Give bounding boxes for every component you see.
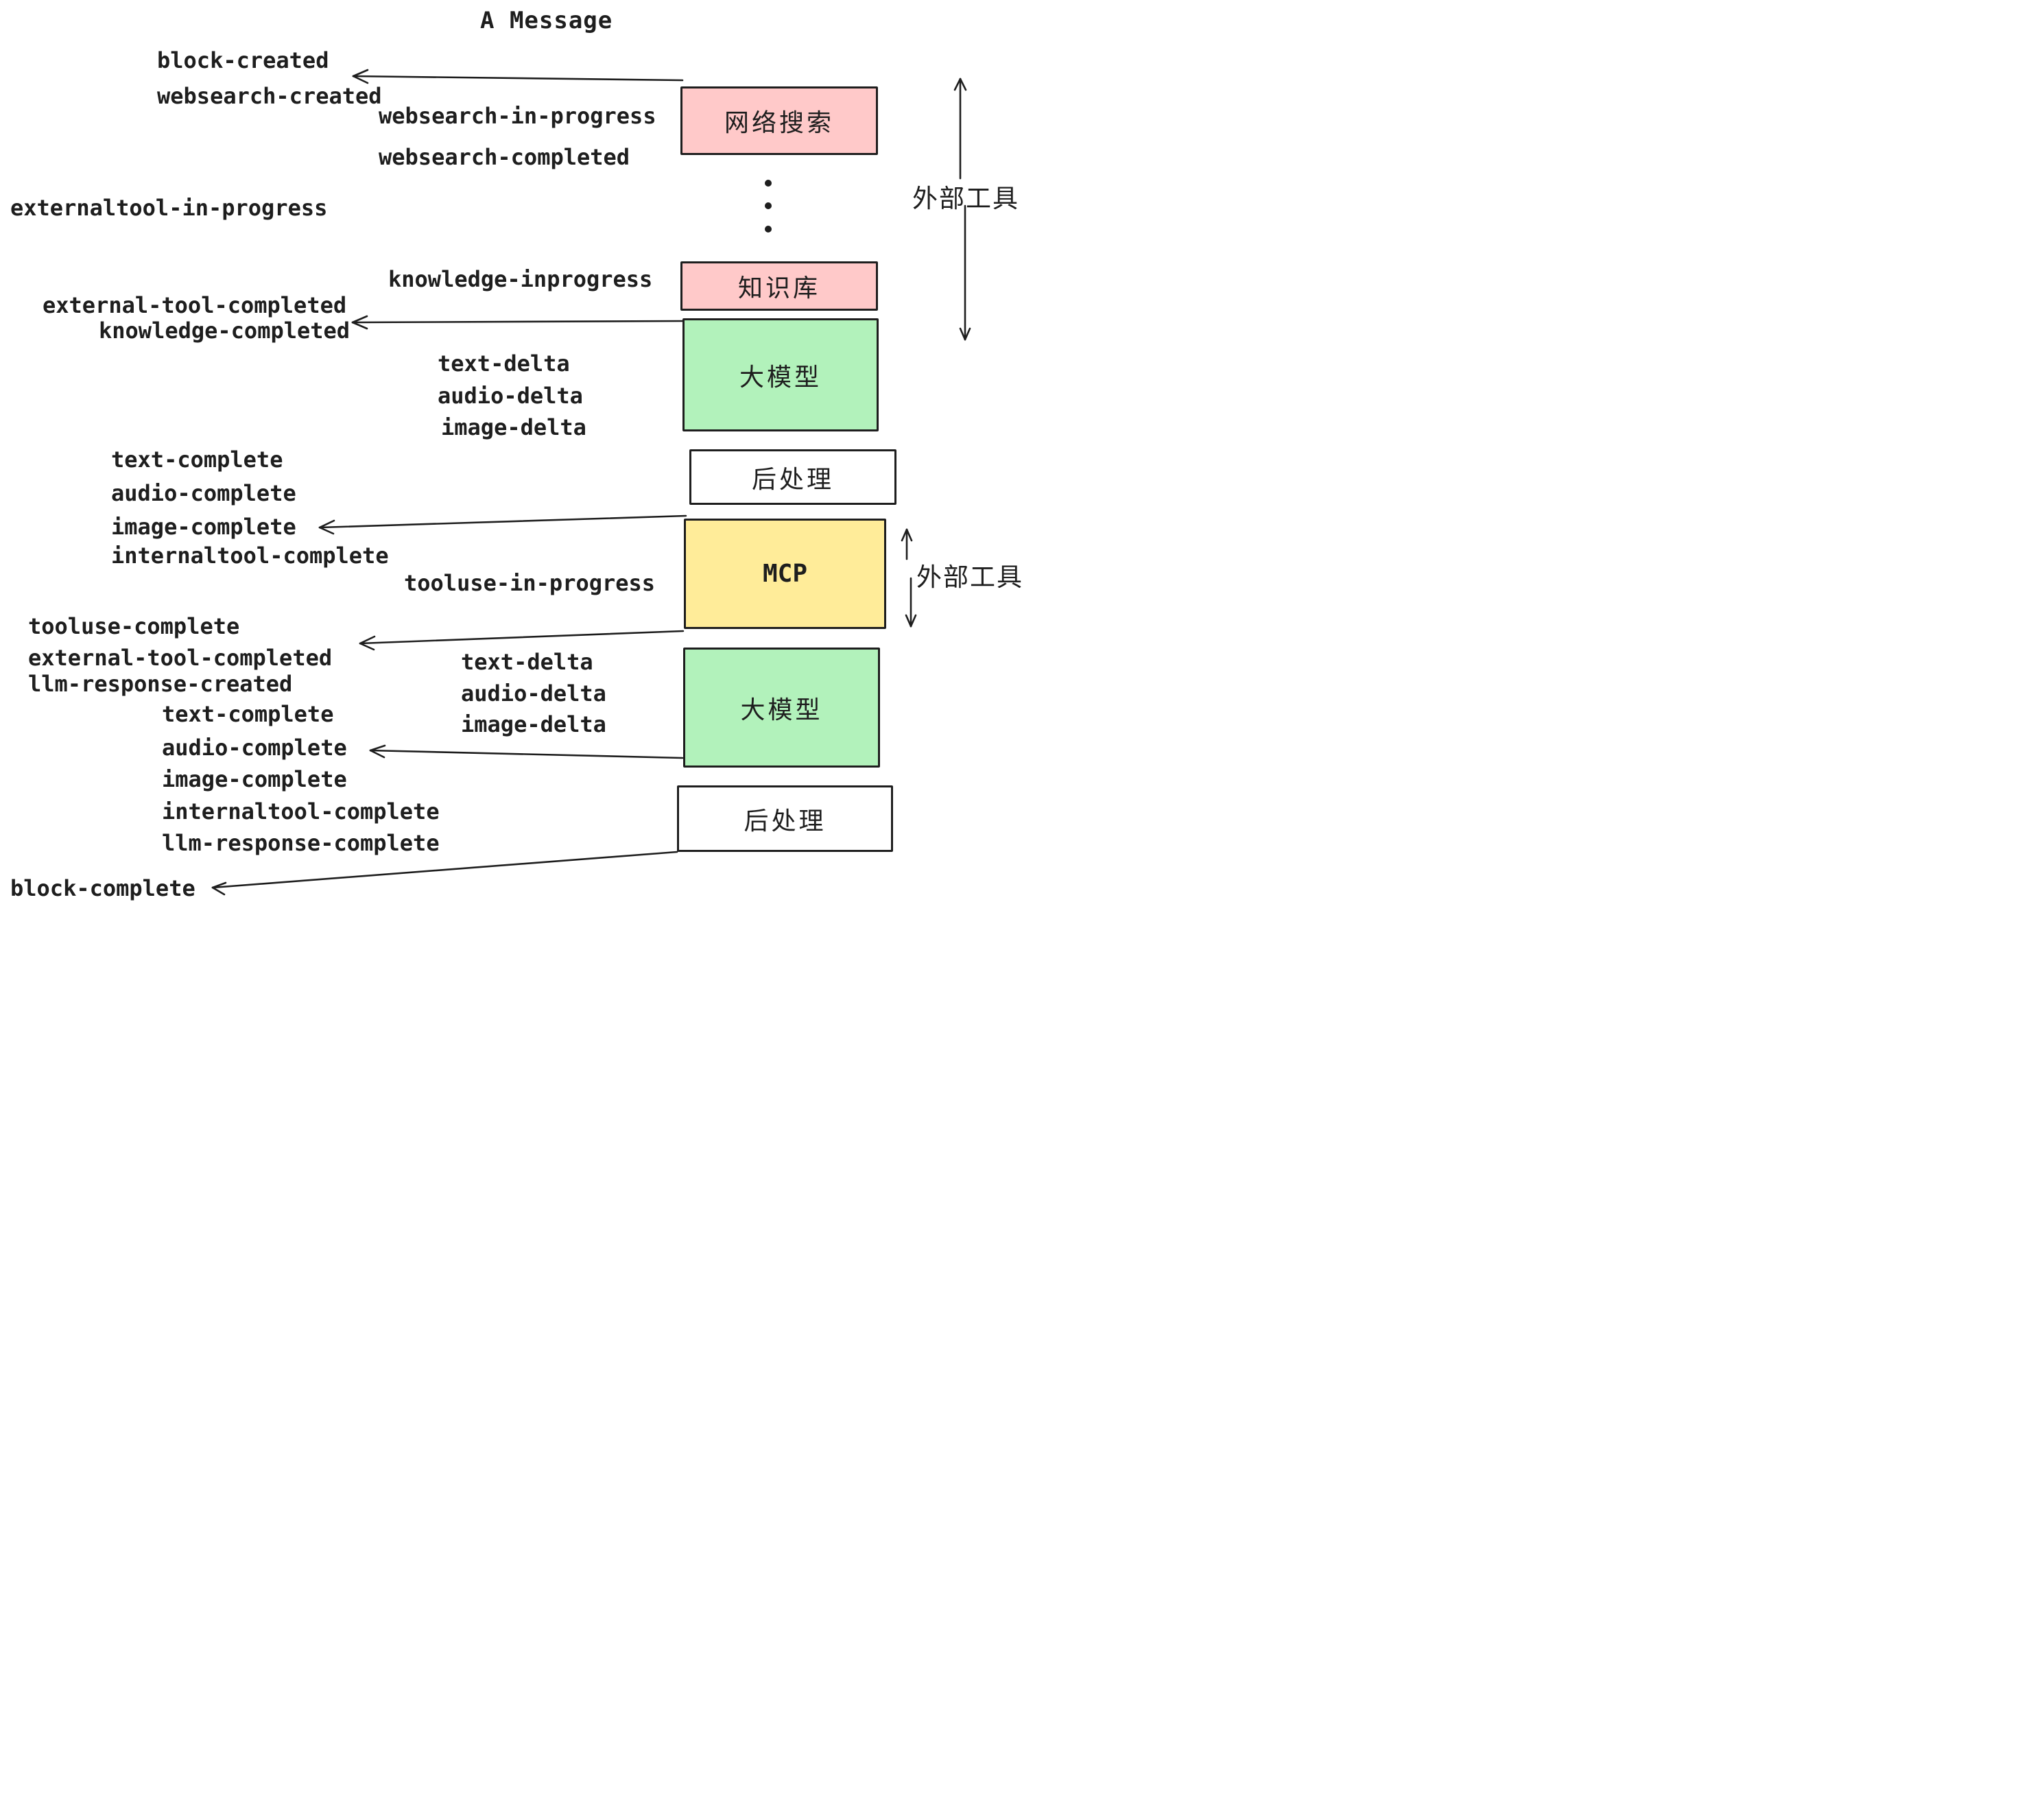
- event-label-websearch-created: websearch-created: [157, 83, 382, 109]
- event-label-tooluse-complete: tooluse-complete: [28, 613, 240, 639]
- node-knowledge-label: 知识库: [737, 274, 820, 302]
- event-label-external-tool-completed-2: external-tool-completed: [28, 645, 333, 671]
- event-label-external-tool-completed: external-tool-completed: [43, 292, 347, 318]
- node-llm-1: 大模型: [682, 318, 879, 431]
- event-label-image-delta: image-delta: [441, 414, 586, 440]
- node-postprocess-2: 后处理: [677, 785, 893, 852]
- node-postprocess-2-label: 后处理: [744, 807, 827, 835]
- event-label-tooluse-in-progress: tooluse-in-progress: [404, 570, 656, 596]
- event-label-text-delta-2: text-delta: [461, 649, 593, 675]
- external-tools-label-mid: 外部工具: [916, 562, 1022, 592]
- node-websearch-label: 网络搜索: [724, 109, 834, 137]
- event-label-text-complete-2: text-complete: [162, 701, 334, 727]
- event-label-llm-response-created: llm-response-created: [28, 671, 293, 697]
- arrow-to-knowledge-completed: [351, 315, 684, 330]
- event-label-audio-complete-2: audio-complete: [162, 735, 347, 761]
- event-label-externaltool-in-progress: externaltool-in-progress: [10, 195, 328, 221]
- event-label-text-complete: text-complete: [111, 447, 283, 473]
- node-knowledge: 知识库: [680, 261, 878, 311]
- arrow-to-image-complete: [318, 514, 687, 535]
- event-label-internaltool-complete: internaltool-complete: [111, 543, 389, 569]
- node-llm-2-label: 大模型: [740, 696, 823, 724]
- node-websearch: 网络搜索: [680, 86, 878, 155]
- event-label-image-complete: image-complete: [111, 514, 296, 540]
- mcp-external-tools-up-arrow: [901, 528, 913, 560]
- event-label-llm-response-complete: llm-response-complete: [162, 830, 440, 856]
- event-label-knowledge-completed: knowledge-completed: [99, 318, 350, 344]
- ellipsis-dot: [765, 202, 772, 209]
- event-label-text-delta: text-delta: [438, 351, 570, 377]
- event-label-internaltool-complete-2: internaltool-complete: [162, 798, 440, 824]
- node-llm-2: 大模型: [683, 648, 880, 768]
- node-postprocess-1-label: 后处理: [751, 465, 834, 494]
- event-label-knowledge-inprogress: knowledge-inprogress: [388, 266, 653, 292]
- arrow-to-tooluse-complete: [359, 630, 685, 651]
- event-label-audio-delta-2: audio-delta: [461, 680, 606, 707]
- ellipsis-dot: [765, 180, 772, 187]
- event-label-audio-complete: audio-complete: [111, 480, 296, 506]
- event-label-websearch-in-progress: websearch-in-progress: [379, 103, 656, 129]
- node-postprocess-1: 后处理: [689, 449, 896, 505]
- node-mcp: MCP: [684, 519, 886, 629]
- arrow-to-audio-complete: [369, 744, 684, 759]
- event-label-image-complete-2: image-complete: [162, 766, 347, 792]
- event-label-audio-delta: audio-delta: [438, 383, 583, 409]
- ellipsis-dot: [765, 226, 772, 233]
- mcp-external-tools-down-arrow: [905, 577, 917, 628]
- event-label-websearch-completed: websearch-completed: [379, 144, 630, 170]
- node-llm-1-label: 大模型: [739, 363, 822, 392]
- external-tools-label-top: 外部工具: [912, 184, 1019, 213]
- event-label-block-complete: block-complete: [10, 875, 195, 901]
- external-tools-up-arrow: [953, 78, 967, 180]
- external-tools-down-arrow: [959, 204, 971, 341]
- event-label-image-delta-2: image-delta: [461, 711, 606, 737]
- diagram-title: A Message: [480, 7, 613, 34]
- node-mcp-label: MCP: [762, 560, 808, 588]
- diagram-canvas: A Message: [0, 0, 1022, 902]
- event-label-block-created: block-created: [157, 47, 329, 73]
- arrow-to-websearch-created: [352, 69, 684, 84]
- arrow-to-block-complete: [211, 851, 678, 896]
